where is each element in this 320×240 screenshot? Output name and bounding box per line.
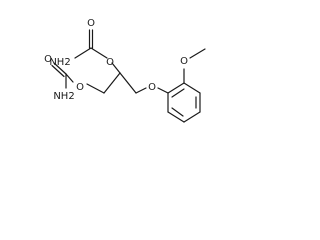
chemical-structure: O NH2 O O O NH2 O O [44,18,206,123]
atom-label-ether-oxygen: O [148,82,156,93]
bond-ring-4 [183,111,201,123]
bond-bottom-o-c [65,73,74,83]
atom-label-bottom-amide-nitrogen: NH2 [53,91,74,102]
bond-ring-5 [167,111,185,123]
bond-ring-inner-3 [171,107,184,117]
bond-ring-1 [167,82,185,94]
bond-methoxy-ch3 [189,48,206,59]
bond-top-o-ch [111,62,121,74]
bond-ring-2 [183,82,201,94]
atom-label-layer: O NH2 O O O NH2 O O [44,18,188,102]
bond-bottom-carbonyl-a [53,62,67,75]
bond-ether-o-ring [157,87,169,94]
bond-layer [51,29,206,123]
bond-ring-inner-1 [171,88,185,98]
bond-top-c-n [74,47,92,59]
bond-bottom-carbonyl-b [51,64,65,78]
bond-ch-ch2-right [119,72,137,94]
atom-label-top-ester-oxygen: O [106,57,114,68]
bond-ch-ch2-left [103,72,121,94]
atom-label-top-carbonyl-oxygen: O [87,18,95,29]
bond-ch2-o-bottom [86,83,105,94]
atom-label-methoxy-oxygen: O [180,56,188,67]
bond-top-c-o [90,47,108,59]
bond-ch2-o-ether [135,87,147,94]
atom-label-bottom-ester-oxygen: O [76,82,84,93]
atom-label-bottom-carbonyl-oxygen: O [44,54,52,65]
atom-label-top-amide-nitrogen: NH2 [49,57,70,68]
